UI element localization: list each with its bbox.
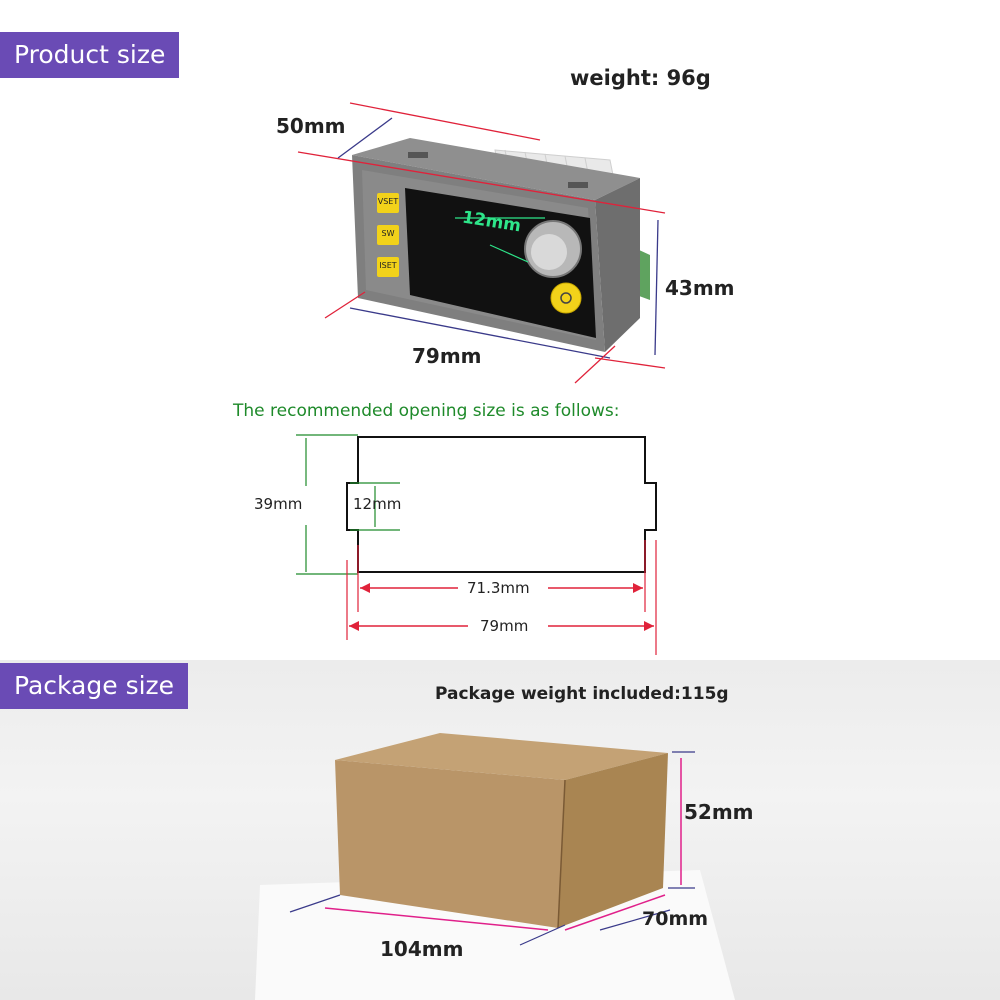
sw-button-label: SW — [381, 229, 395, 238]
opening-title: The recommended opening size is as follo… — [233, 401, 620, 421]
opening-inner-width-label: 71.3mm — [467, 579, 530, 597]
product-depth-label: 50mm — [276, 114, 346, 138]
package-width-label: 104mm — [380, 937, 464, 961]
product-weight: weight: 96g — [570, 66, 711, 90]
iset-button-label: ISET — [379, 261, 397, 270]
device-illustration — [352, 138, 650, 352]
vset-button-label: VSET — [377, 197, 399, 206]
opening-diagram — [296, 434, 657, 655]
package-depth-label: 70mm — [642, 908, 709, 930]
package-box-illustration — [255, 733, 735, 1000]
package-weight: Package weight included:115g — [435, 684, 729, 704]
opening-outer-width-label: 79mm — [480, 617, 529, 635]
product-size-badge: Product size — [0, 32, 180, 78]
product-height-label: 43mm — [665, 276, 735, 300]
opening-height-label: 39mm — [254, 495, 303, 513]
product-width-label: 79mm — [412, 344, 482, 368]
package-height-label: 52mm — [684, 800, 754, 824]
opening-notch-label: 12mm — [353, 495, 402, 513]
package-size-badge: Package size — [0, 663, 189, 709]
